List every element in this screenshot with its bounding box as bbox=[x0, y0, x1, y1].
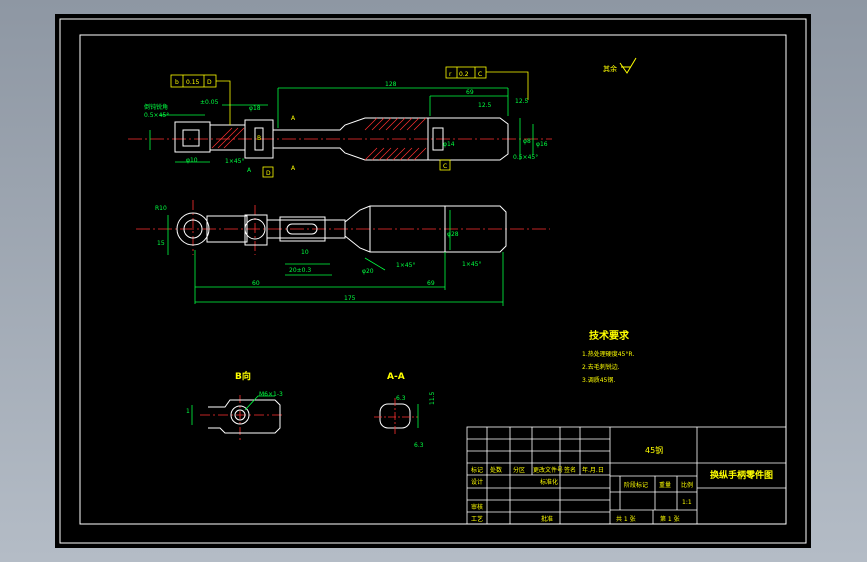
svg-text:15: 15 bbox=[157, 240, 165, 247]
svg-text:共 1 张: 共 1 张 bbox=[616, 515, 636, 523]
svg-text:标准化: 标准化 bbox=[540, 478, 558, 486]
svg-text:φ20: φ20 bbox=[362, 268, 374, 275]
outer-border bbox=[59, 18, 807, 544]
svg-text:r: r bbox=[449, 71, 452, 78]
svg-text:1×45°: 1×45° bbox=[462, 261, 481, 268]
tech-requirements: 技术要求 1.热处理硬度45°R. 2.去毛刺锐边. 3.调质45钢. bbox=[582, 329, 634, 384]
svg-text:A: A bbox=[291, 115, 296, 122]
svg-text:M6×1-3: M6×1-3 bbox=[259, 391, 283, 398]
svg-text:A: A bbox=[291, 165, 296, 172]
svg-text:签名: 签名 bbox=[564, 466, 576, 474]
svg-text:12.5: 12.5 bbox=[515, 98, 529, 105]
svg-text:69: 69 bbox=[427, 280, 435, 287]
svg-text:1:1: 1:1 bbox=[682, 499, 692, 506]
svg-text:技术要求: 技术要求 bbox=[589, 329, 630, 342]
svg-text:D: D bbox=[266, 170, 271, 177]
svg-text:B: B bbox=[257, 135, 261, 142]
svg-text:φ28: φ28 bbox=[447, 231, 459, 238]
front-view: R10 15 10 20±0.3 60 69 175 1×45° 1×45° φ… bbox=[136, 200, 550, 306]
title-block-text: 45钢 换纵手柄零件图 标记 处数 分区 更改文件号 签名 年.月.日 设计 标… bbox=[471, 445, 773, 523]
drawing-sheet bbox=[55, 14, 811, 548]
svg-text:重量: 重量 bbox=[659, 481, 671, 489]
svg-text:倒钝锐角: 倒钝锐角 bbox=[144, 103, 168, 111]
svg-text:±0.05: ±0.05 bbox=[200, 99, 219, 106]
svg-text:10: 10 bbox=[301, 249, 309, 256]
svg-text:0.5×45°: 0.5×45° bbox=[144, 112, 169, 119]
svg-text:6.3: 6.3 bbox=[414, 442, 424, 449]
svg-text:φ18: φ18 bbox=[249, 105, 261, 112]
svg-text:1×45°: 1×45° bbox=[225, 158, 244, 165]
svg-text:设计: 设计 bbox=[471, 478, 483, 486]
svg-text:A: A bbox=[247, 167, 252, 174]
svg-text:b: b bbox=[175, 79, 179, 86]
svg-text:C: C bbox=[443, 163, 447, 170]
svg-text:审核: 审核 bbox=[471, 503, 483, 511]
svg-text:φ8: φ8 bbox=[523, 138, 531, 145]
svg-text:3.调质45钢.: 3.调质45钢. bbox=[582, 376, 615, 384]
svg-text:换纵手柄零件图: 换纵手柄零件图 bbox=[710, 469, 773, 481]
svg-text:R10: R10 bbox=[155, 205, 167, 212]
svg-text:φ14: φ14 bbox=[443, 141, 455, 148]
tolerance-frame-left: b 0.15 D bbox=[170, 74, 231, 125]
title-block bbox=[466, 426, 787, 525]
svg-text:69: 69 bbox=[466, 89, 474, 96]
svg-text:A-A: A-A bbox=[387, 372, 405, 382]
svg-text:批准: 批准 bbox=[541, 515, 553, 523]
svg-text:1×45°: 1×45° bbox=[396, 262, 415, 269]
svg-text:1: 1 bbox=[186, 408, 190, 415]
svg-text:20±0.3: 20±0.3 bbox=[289, 267, 311, 274]
svg-text:B向: B向 bbox=[235, 370, 251, 382]
svg-text:12.5: 12.5 bbox=[478, 102, 492, 109]
svg-text:2.去毛刺锐边.: 2.去毛刺锐边. bbox=[582, 363, 620, 371]
svg-text:0.15: 0.15 bbox=[186, 79, 200, 86]
svg-text:比例: 比例 bbox=[681, 481, 693, 489]
svg-text:0.5×45°: 0.5×45° bbox=[513, 154, 538, 161]
svg-text:D: D bbox=[207, 79, 212, 86]
svg-text:标记: 标记 bbox=[471, 466, 483, 474]
tolerance-frame-right: r 0.2 C bbox=[445, 66, 529, 100]
svg-text:φ10: φ10 bbox=[186, 157, 198, 164]
svg-text:φ16: φ16 bbox=[536, 141, 548, 148]
svg-text:其余: 其余 bbox=[603, 64, 617, 73]
svg-text:分区: 分区 bbox=[513, 466, 525, 474]
svg-text:175: 175 bbox=[344, 295, 356, 302]
svg-text:年.月.日: 年.月.日 bbox=[582, 466, 604, 474]
inner-border bbox=[79, 34, 787, 525]
svg-text:128: 128 bbox=[385, 81, 397, 88]
svg-text:阶段标记: 阶段标记 bbox=[624, 481, 648, 489]
svg-text:处数: 处数 bbox=[490, 466, 502, 474]
roughness-symbol: 其余 bbox=[603, 57, 637, 74]
view-b: B向 M6×1-3 1 bbox=[186, 370, 285, 440]
svg-text:工艺: 工艺 bbox=[471, 515, 483, 523]
svg-text:1.热处理硬度45°R.: 1.热处理硬度45°R. bbox=[582, 350, 634, 358]
section-aa: A-A 6.3 11.5 6.3 bbox=[374, 372, 436, 449]
svg-text:60: 60 bbox=[252, 280, 260, 287]
svg-text:11.5: 11.5 bbox=[429, 391, 436, 405]
svg-text:0.2: 0.2 bbox=[459, 71, 469, 78]
svg-text:6.3: 6.3 bbox=[396, 395, 406, 402]
svg-text:第 1 张: 第 1 张 bbox=[660, 515, 680, 523]
svg-text:更改文件号: 更改文件号 bbox=[533, 466, 563, 474]
svg-text:C: C bbox=[478, 71, 482, 78]
svg-text:45钢: 45钢 bbox=[645, 445, 663, 455]
top-view: 128 69 12.5 0.5×45° 倒钝锐角 0.5×45° 1×45° A… bbox=[128, 66, 552, 178]
